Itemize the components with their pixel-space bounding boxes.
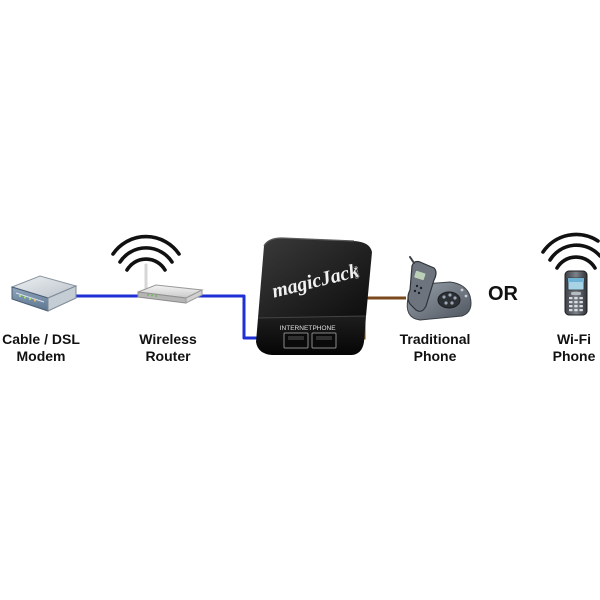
magicjack-brand-sub: PLUS (353, 265, 361, 280)
cordless-phone-icon (406, 256, 472, 321)
cell-label-line2: Phone (552, 348, 596, 364)
cell-label-line1: Wi-Fi (556, 331, 592, 347)
cell-wifi-signal-icon (541, 232, 600, 270)
modem-label: Cable / DSL Modem (0, 331, 82, 365)
modem-label-line1: Cable / DSL (2, 331, 80, 347)
internet-port (283, 332, 309, 349)
modem-label-line2: Modem (16, 348, 66, 364)
router-wifi-signal-icon (111, 234, 181, 272)
internet-port-label: INTERNET (280, 325, 313, 332)
phone-label-line1: Traditional (399, 331, 471, 347)
or-separator: OR (488, 283, 518, 305)
cell-phone-icon (564, 270, 588, 316)
phone-label-line2: Phone (413, 348, 457, 364)
phone-port (311, 332, 337, 349)
magicjack-device-icon: INTERNET PHONE magicJack PLUS (256, 237, 372, 355)
router-label: Wireless Router (128, 331, 208, 365)
cell-label: Wi-Fi Phone (548, 331, 600, 365)
phone-port-label: PHONE (312, 325, 336, 332)
router-label-line1: Wireless (139, 331, 197, 347)
router-icon (137, 263, 204, 304)
phone-label: Traditional Phone (390, 331, 480, 365)
router-label-line2: Router (145, 348, 191, 364)
modem-icon (10, 275, 78, 312)
